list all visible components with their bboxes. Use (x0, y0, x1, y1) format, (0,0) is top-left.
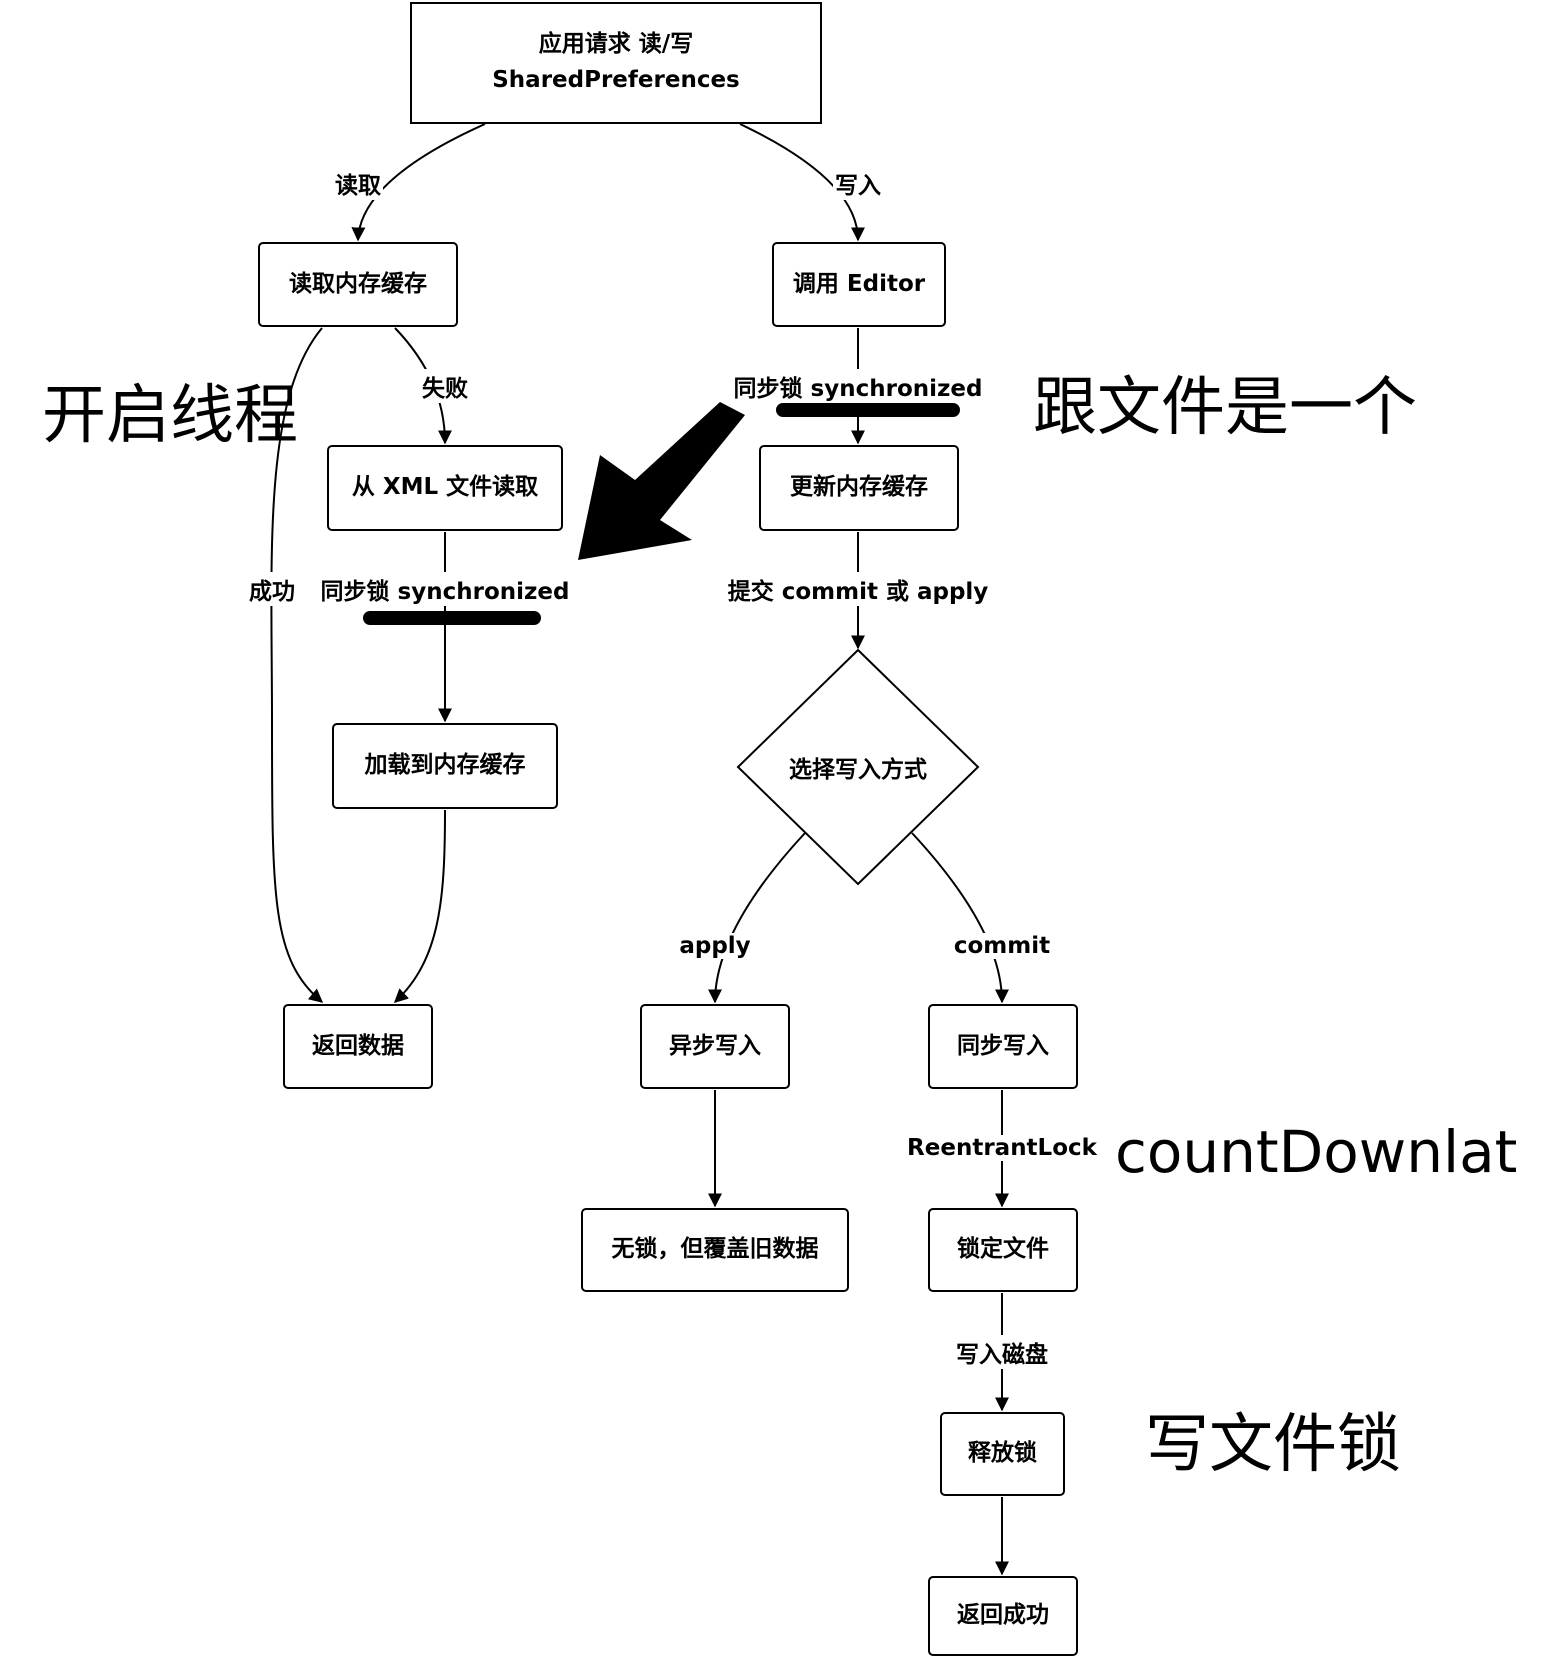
edge-read-mem-success (270, 327, 324, 1003)
annotation-write-file-lock: 写文件锁 (1145, 1408, 1401, 1482)
annotation-count-down: countDownlat (1115, 1118, 1518, 1186)
node-start-line2: SharedPreferences (492, 67, 740, 93)
underline-highlight-right (776, 403, 960, 417)
edge-decision-to-sync (911, 832, 1009, 1004)
edge-decision-to-async (708, 832, 806, 1004)
node-update-mem: 更新内存缓存 (759, 445, 959, 531)
node-load-mem: 加载到内存缓存 (332, 723, 558, 809)
edge-label-write-disk: 写入磁盘 (954, 1335, 1050, 1369)
node-return-data: 返回数据 (283, 1004, 433, 1089)
edge-label-commit: commit (951, 933, 1053, 959)
node-decision-label: 选择写入方式 (789, 757, 927, 783)
edge-start-to-call-editor (739, 123, 865, 242)
decision-diamond (736, 648, 980, 886)
node-release-lock: 释放锁 (940, 1412, 1065, 1496)
edge-label-write: 写入 (833, 166, 883, 200)
node-start-line1: 应用请求 读/写 (538, 31, 694, 58)
edge-label-read: 读取 (333, 166, 383, 200)
annotation-same-as-file: 跟文件是一个 (1033, 371, 1417, 445)
node-lock-file: 锁定文件 (928, 1208, 1078, 1292)
node-call-editor: 调用 Editor (772, 242, 946, 327)
edge-label-sync-lock-left: 同步锁 synchronized (318, 572, 572, 606)
node-start: 应用请求 读/写 SharedPreferences (410, 2, 822, 124)
edge-label-success: 成功 (247, 572, 297, 606)
underline-highlight-left (363, 611, 541, 625)
big-arrow-annotation (578, 402, 745, 560)
node-read-xml: 从 XML 文件读取 (327, 445, 563, 531)
node-read-mem: 读取内存缓存 (258, 242, 458, 327)
edge-label-commit-or-apply: 提交 commit 或 apply (725, 572, 991, 606)
edge-load-mem-to-return-data (393, 809, 446, 1003)
edge-label-fail: 失败 (420, 369, 470, 403)
edge-label-reentrant-lock: ReentrantLock (905, 1135, 1099, 1161)
node-return-success: 返回成功 (928, 1576, 1078, 1656)
edge-start-to-read-mem (351, 123, 486, 242)
node-async-write: 异步写入 (640, 1004, 790, 1089)
edge-label-apply: apply (677, 933, 753, 959)
annotation-open-thread: 开启线程 (42, 379, 298, 453)
edge-label-sync-lock-right: 同步锁 synchronized (731, 369, 985, 403)
node-no-lock: 无锁，但覆盖旧数据 (581, 1208, 849, 1292)
node-sync-write: 同步写入 (928, 1004, 1078, 1089)
